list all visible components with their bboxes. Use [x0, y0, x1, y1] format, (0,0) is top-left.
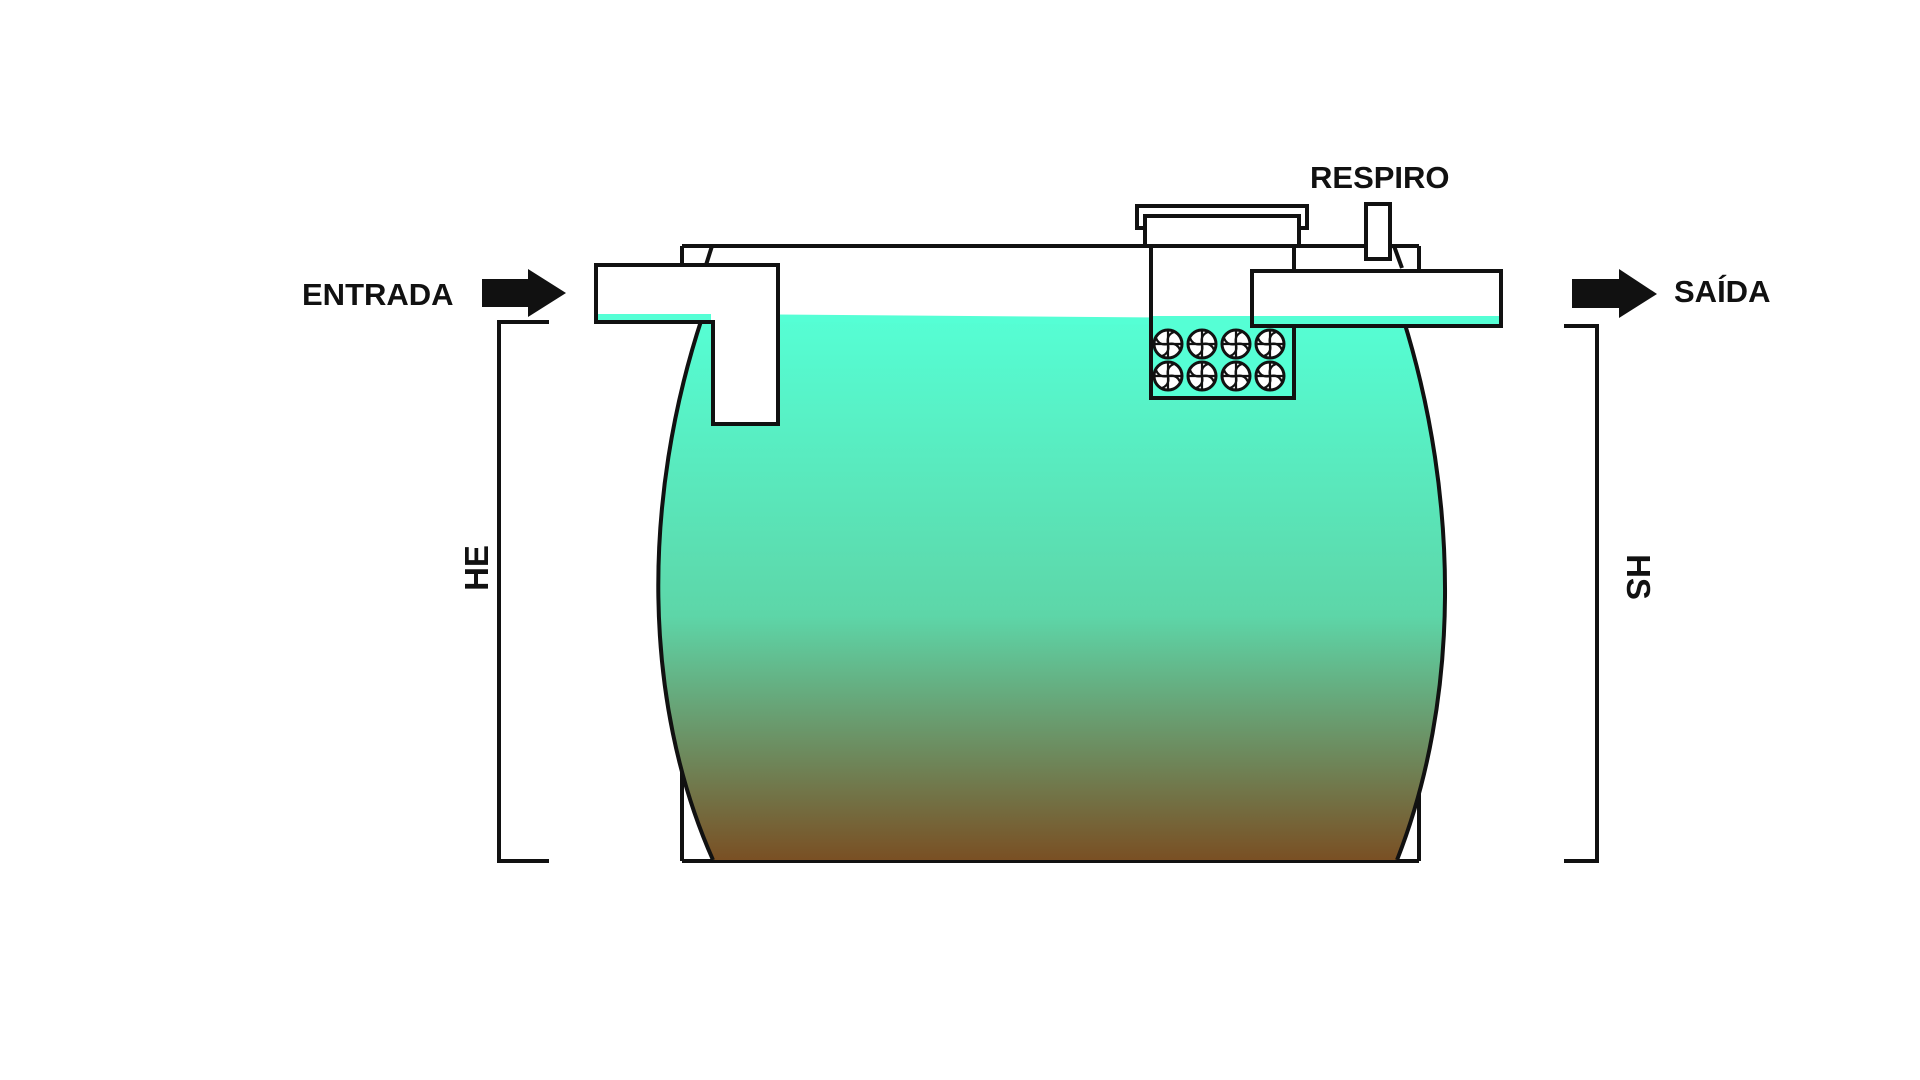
chamber-lid: [1143, 214, 1301, 248]
filter-media-ball-icon: [1152, 328, 1184, 360]
outlet-height-label: HS: [1620, 554, 1657, 600]
inlet-height-bracket: [497, 320, 549, 863]
filter-media-ball-icon: [1186, 328, 1218, 360]
inlet-pipe: [594, 263, 780, 426]
outlet-arrow-icon: [1572, 269, 1657, 318]
filter-media-ball-icon: [1186, 360, 1218, 392]
liquid-fill: [658, 318, 1446, 860]
filter-chamber: [1135, 204, 1309, 400]
filter-media: [1152, 328, 1286, 392]
filter-media-ball-icon: [1254, 328, 1286, 360]
inlet-label: ENTRADA: [302, 277, 454, 312]
outlet-height-bracket: [1564, 324, 1599, 863]
filter-media-ball-icon: [1220, 328, 1252, 360]
filter-media-ball-icon: [1254, 360, 1286, 392]
filter-media-ball-icon: [1152, 360, 1184, 392]
filter-media-ball-icon: [1220, 360, 1252, 392]
vent-label: RESPIRO: [1310, 160, 1450, 195]
inlet-arrow-icon: [482, 269, 566, 317]
vent-pipe: [1364, 202, 1392, 261]
outlet-label: SAÍDA: [1674, 274, 1770, 309]
tank-body: [656, 245, 1447, 861]
inlet-height-label: HE: [458, 545, 495, 591]
